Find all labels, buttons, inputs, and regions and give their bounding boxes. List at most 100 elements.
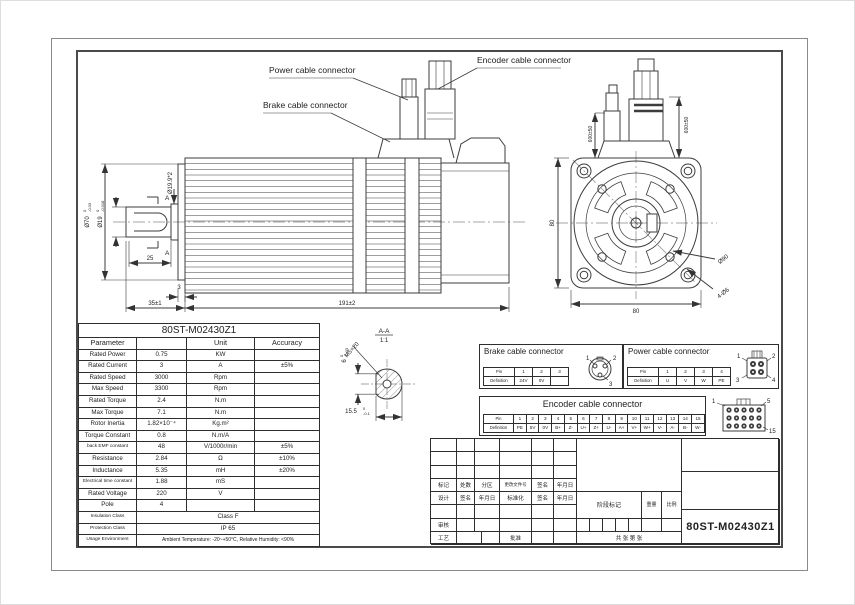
pin-cell: 5: [563, 414, 578, 424]
def-cell: A+: [614, 423, 629, 433]
encoder-connector-icon: 1 5 15: [712, 398, 776, 435]
param-name: Resistance: [78, 452, 137, 466]
dim-shaft-tol-upper: 0: [95, 209, 100, 212]
param-accuracy: ±10%: [254, 452, 320, 466]
encoder-pin15-label: 15: [769, 429, 776, 435]
dim-boss-diameter: Ø70: [85, 216, 91, 228]
section-mark-top: A: [165, 195, 170, 202]
param-unit: mH: [186, 464, 255, 478]
right-upper-cell: [682, 439, 780, 472]
def-cell: W: [694, 376, 713, 386]
rev-header-cell: 更改文件号: [500, 479, 532, 492]
rear-housing: [440, 162, 510, 284]
empty-cell: [475, 518, 500, 532]
dim-key-flat-tol-lower: -0.1: [363, 411, 371, 416]
pin-cell: 3: [550, 367, 569, 377]
param-name: Max Speed: [78, 383, 137, 396]
revision-cell: [500, 465, 532, 479]
pin-cell: 6: [576, 414, 591, 424]
param-name: Rated Power: [78, 348, 137, 362]
revision-cell: [532, 465, 554, 479]
stage-sub-cell: [629, 518, 642, 532]
param-name: Protection Class: [78, 522, 137, 536]
def-cell: U-: [602, 423, 616, 433]
revision-cell: [431, 439, 457, 453]
param-name: Inductance: [78, 464, 137, 478]
section-title: A-A: [379, 328, 391, 335]
empty-cell: [457, 531, 482, 545]
revision-cell: [500, 452, 532, 466]
encoder-connector-title: Encoder cable connector: [542, 399, 643, 409]
pin-cell: 7: [589, 414, 604, 424]
param-accuracy: [254, 429, 320, 443]
dim-shaft-tol-lower: -0.018: [100, 200, 105, 212]
param-accuracy: [254, 406, 320, 420]
dim-key-flat: 15.5: [345, 409, 357, 415]
power-pin3-label: 3: [736, 378, 740, 384]
revision-cell: [431, 465, 457, 479]
revision-cell: [457, 465, 475, 479]
revision-cell: [457, 439, 475, 453]
empty-cell: [457, 505, 475, 519]
pin-cell: 3: [694, 367, 713, 377]
pin-cell: 4: [712, 367, 731, 377]
dim-body-length: 191±2: [339, 301, 356, 307]
dim-key-height-tol-lower: -0.03: [344, 347, 349, 357]
def-cell: W+: [640, 423, 655, 433]
param-unit: KW: [186, 348, 255, 362]
param-value: Ambient Temperature: -20~+50°C, Relative…: [136, 534, 320, 547]
row-label: Definition: [483, 376, 515, 386]
brake-pin3-label: 3: [609, 382, 613, 388]
revision-cell: [500, 439, 532, 453]
rev-header-cell: 标记: [431, 479, 457, 492]
pin-cell: 10: [627, 414, 642, 424]
def-cell: Z-: [563, 423, 578, 433]
param-unit: mS: [186, 476, 255, 489]
revision-cell: [431, 452, 457, 466]
stage-sub-cell: [603, 518, 616, 532]
def-cell: W-: [691, 423, 705, 433]
param-name: Max Torque: [78, 406, 137, 420]
pin-cell: 1: [658, 367, 677, 377]
param-value: 0.8: [136, 429, 187, 443]
dim-boss-length: 3: [177, 285, 181, 291]
pin-cell: 1: [512, 414, 527, 424]
dim-step-diameter: Ø19.9*2: [168, 171, 174, 194]
pin-cell: 12: [653, 414, 667, 424]
rev-header-cell: 年月日: [554, 479, 577, 492]
def-cell: Z+: [589, 423, 604, 433]
def-cell: V: [676, 376, 695, 386]
brake-connector-title: Brake cable connector: [484, 347, 564, 356]
param-accuracy: ±5%: [254, 441, 320, 454]
dim-shaft-length: 35±1: [148, 301, 162, 307]
def-cell: PE: [512, 423, 527, 433]
row-label: Definition: [483, 423, 514, 433]
def-cell: U: [658, 376, 677, 386]
param-accuracy: [254, 487, 320, 501]
param-unit: A: [186, 360, 255, 373]
fan-slots: [594, 181, 678, 265]
stage-mark-cell: 阶段标记: [577, 492, 642, 519]
param-name: Rated Torque: [78, 394, 137, 408]
def-cell: V+: [627, 423, 642, 433]
design-row-cell: 年月日: [475, 492, 500, 506]
dim-flange-width: 80: [633, 309, 640, 315]
side-view: [101, 60, 526, 312]
pin-cell: 14: [678, 414, 693, 424]
stage-sub-cell: [577, 518, 590, 532]
power-pin1-label: 1: [737, 354, 741, 360]
param-unit: Rpm: [186, 383, 255, 396]
revision-cell: [475, 452, 500, 466]
param-unit: V/1000r/min: [186, 441, 255, 454]
param-unit: Ω: [186, 452, 255, 466]
